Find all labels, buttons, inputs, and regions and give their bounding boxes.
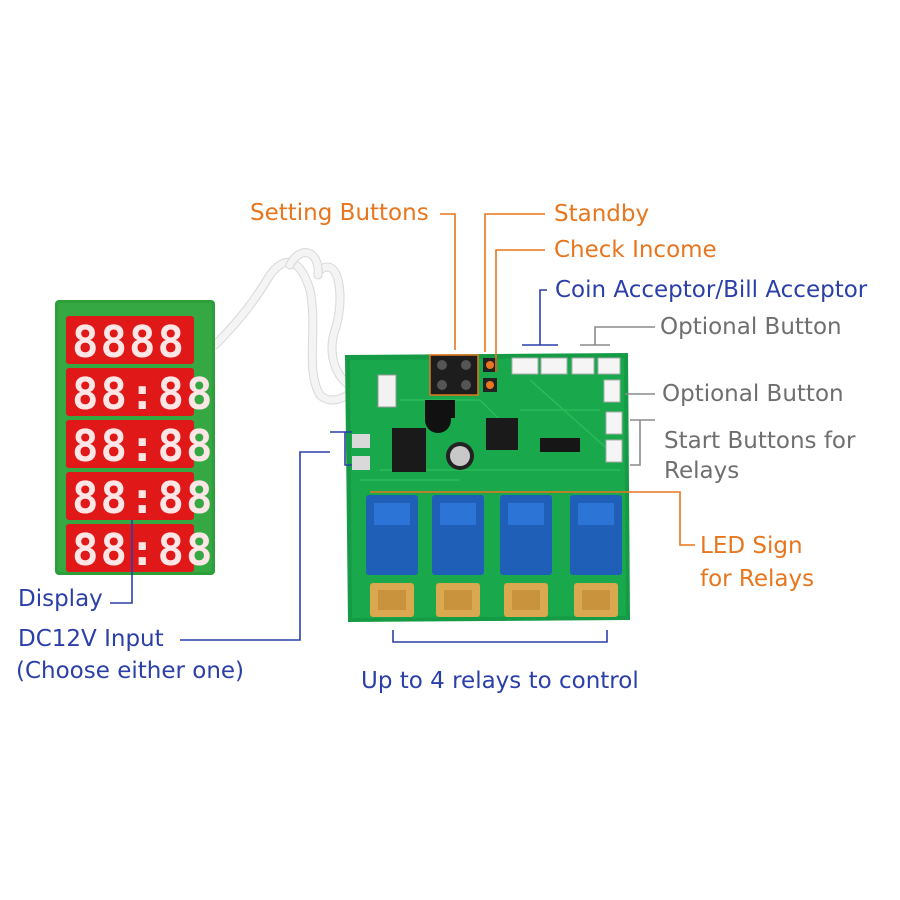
ribbon-cable bbox=[210, 248, 385, 405]
label-display: Display bbox=[18, 586, 103, 612]
display-row-3 bbox=[66, 420, 194, 468]
relay-group bbox=[366, 495, 622, 617]
relay-4 bbox=[570, 495, 622, 617]
relay-1 bbox=[366, 495, 418, 617]
label-led-sign-1: LED Sign bbox=[700, 533, 803, 559]
label-start-buttons-1: Start Buttons for bbox=[664, 428, 856, 454]
label-coin-bill-acceptor: Coin Acceptor/Bill Acceptor bbox=[555, 277, 868, 303]
label-dc12v-choose: (Choose either one) bbox=[16, 658, 245, 684]
relay-3 bbox=[500, 495, 552, 617]
display-row-1 bbox=[66, 316, 194, 364]
setting-buttons-block bbox=[429, 354, 497, 396]
display-digit-rows bbox=[66, 316, 194, 572]
label-start-buttons-2: Relays bbox=[664, 458, 740, 484]
relay-2 bbox=[432, 495, 484, 617]
display-row-3-text: 88:88 bbox=[72, 421, 214, 472]
display-row-1-text: 8888 bbox=[72, 317, 186, 368]
display-row-2 bbox=[66, 368, 194, 416]
display-board: 8888 88:88 88:88 88:88 88:88 bbox=[55, 300, 215, 576]
label-optional-button-mid: Optional Button bbox=[662, 381, 844, 407]
display-row-5 bbox=[66, 524, 194, 572]
display-row-4-text: 88:88 bbox=[72, 473, 214, 524]
dc-jack bbox=[392, 428, 426, 472]
label-check-income: Check Income bbox=[554, 237, 717, 263]
display-row-2-text: 88:88 bbox=[72, 369, 214, 420]
display-row-5-text: 88:88 bbox=[72, 525, 214, 576]
label-relays-control: Up to 4 relays to control bbox=[361, 668, 639, 694]
leader-lines bbox=[110, 213, 695, 643]
label-standby: Standby bbox=[554, 201, 650, 227]
label-setting-buttons: Setting Buttons bbox=[250, 200, 429, 226]
label-led-sign-2: for Relays bbox=[700, 566, 815, 592]
label-optional-button-top: Optional Button bbox=[660, 314, 842, 340]
display-row-4 bbox=[66, 472, 194, 520]
label-dc12v-input: DC12V Input bbox=[18, 626, 164, 652]
main-board bbox=[345, 353, 630, 622]
